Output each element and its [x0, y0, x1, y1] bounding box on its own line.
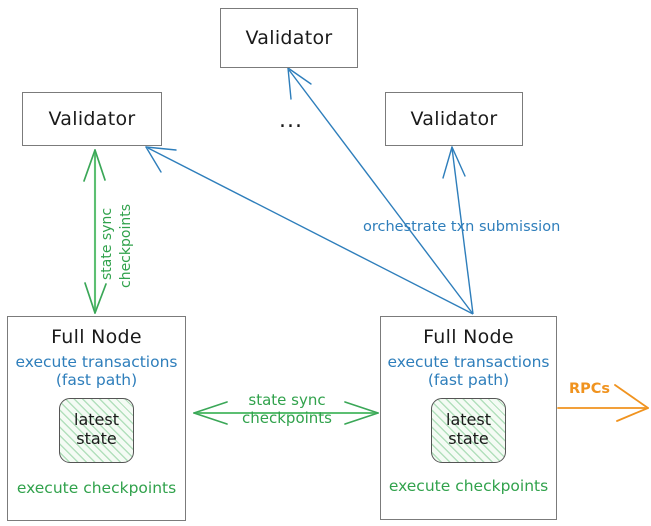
full-node-fast-path-label: execute transactions (fast path) [387, 353, 549, 390]
arrow-orchestrate-to-validator-top [287, 67, 474, 315]
validator-box-right[interactable]: Validator [385, 92, 523, 146]
edge-label-rpcs: RPCs [569, 381, 611, 397]
latest-state-line-1: latest [74, 410, 119, 430]
fast-path-line-1: execute transactions [15, 353, 178, 371]
full-node-execute-checkpoints-label: execute checkpoints [16, 478, 177, 497]
edge-label-line-2: checkpoints [118, 204, 134, 288]
full-node-title: Full Node [51, 326, 142, 348]
arrow-left-state-sync [83, 149, 107, 314]
latest-state-line-1: latest [446, 410, 491, 430]
ellipsis-more-validators: ... [279, 108, 303, 133]
full-node-box-left[interactable]: Full Node execute transactions (fast pat… [7, 316, 186, 521]
arrow-middle-state-sync [193, 401, 379, 425]
edge-label-line-1: state sync [248, 391, 326, 409]
arrow-orchestrate-to-validator-left [145, 146, 474, 315]
full-node-fast-path-label: execute transactions (fast path) [15, 353, 177, 390]
edge-label-middle-state-sync: state sync checkpoints [228, 391, 346, 427]
edge-label-line-1: state sync [99, 207, 115, 280]
fast-path-line-2: (fast path) [427, 371, 510, 390]
edge-label-left-checkpoints: checkpoints [118, 204, 202, 304]
edge-label-line-2: checkpoints [242, 408, 332, 427]
validator-box-left[interactable]: Validator [22, 92, 162, 146]
arrow-orchestrate-to-validator-right [442, 146, 474, 315]
full-node-execute-checkpoints-label: execute checkpoints [388, 476, 549, 495]
full-node-box-right[interactable]: Full Node execute transactions (fast pat… [380, 316, 557, 520]
latest-state-store[interactable]: latest state [59, 397, 134, 463]
validator-label: Validator [245, 27, 333, 49]
arrow-rpcs [557, 384, 649, 422]
fast-path-line-1: execute transactions [387, 353, 550, 371]
latest-state-line-2: state [76, 429, 117, 449]
validator-label: Validator [410, 108, 498, 130]
validator-label: Validator [48, 108, 136, 130]
fast-path-line-2: (fast path) [55, 371, 138, 390]
latest-state-store[interactable]: latest state [431, 397, 506, 463]
validator-box-top[interactable]: Validator [220, 8, 358, 68]
latest-state-line-2: state [448, 429, 489, 449]
full-node-title: Full Node [423, 326, 514, 348]
edge-label-orchestrate-txn-submission: orchestrate txn submission [363, 219, 561, 235]
